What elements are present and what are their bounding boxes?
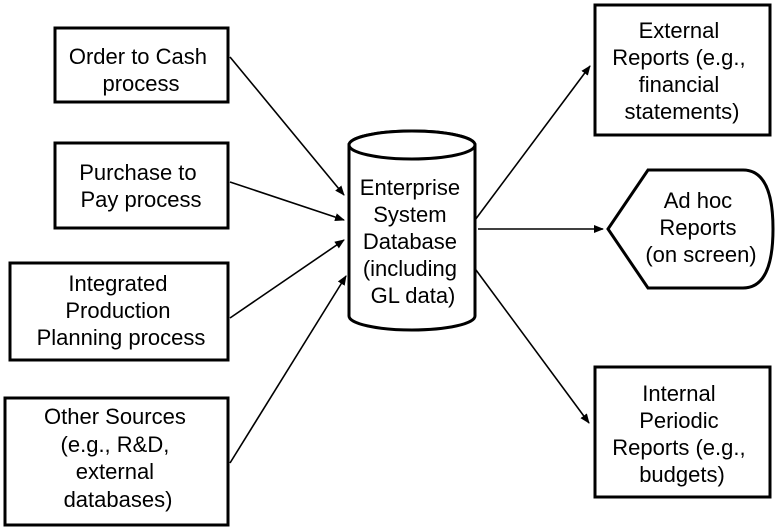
arrow-production-planning-to-database	[229, 239, 345, 319]
internal-reports-box: Internal Periodic Reports (e.g., budgets…	[593, 365, 772, 499]
integrated-production-label: Integrated Production Planning process	[37, 271, 206, 350]
order-to-cash-box: Order to Cash process	[53, 26, 230, 104]
adhoc-reports-display-shape: Ad hoc Reports (on screen)	[606, 168, 775, 290]
arrow-database-to-internal-reports	[475, 269, 590, 424]
arrow-order-to-cash-to-database	[229, 56, 345, 196]
arrow-purchase-to-pay-to-database	[229, 181, 345, 221]
order-to-cash-label: Order to Cash process	[69, 44, 213, 96]
external-reports-label: External Reports (e.g., financial statem…	[612, 18, 751, 124]
other-sources-box: Other Sources (e.g., R&D, external datab…	[3, 396, 230, 527]
purchase-to-pay-label: Purchase to Pay process	[79, 160, 203, 212]
other-sources-label: Other Sources (e.g., R&D, external datab…	[44, 404, 192, 512]
external-reports-box: External Reports (e.g., financial statem…	[593, 3, 772, 137]
arrow-other-sources-to-database	[229, 275, 347, 464]
arrow-database-to-external-reports	[474, 65, 591, 221]
integrated-production-box: Integrated Production Planning process	[8, 261, 230, 362]
enterprise-database-cylinder: Enterprise System Database (including GL…	[347, 129, 477, 332]
internal-reports-label: Internal Periodic Reports (e.g., budgets…	[612, 381, 751, 487]
adhoc-reports-label: Ad hoc Reports (on screen)	[645, 188, 756, 267]
database-label: Enterprise System Database (including GL…	[360, 175, 466, 308]
purchase-to-pay-box: Purchase to Pay process	[53, 141, 230, 230]
